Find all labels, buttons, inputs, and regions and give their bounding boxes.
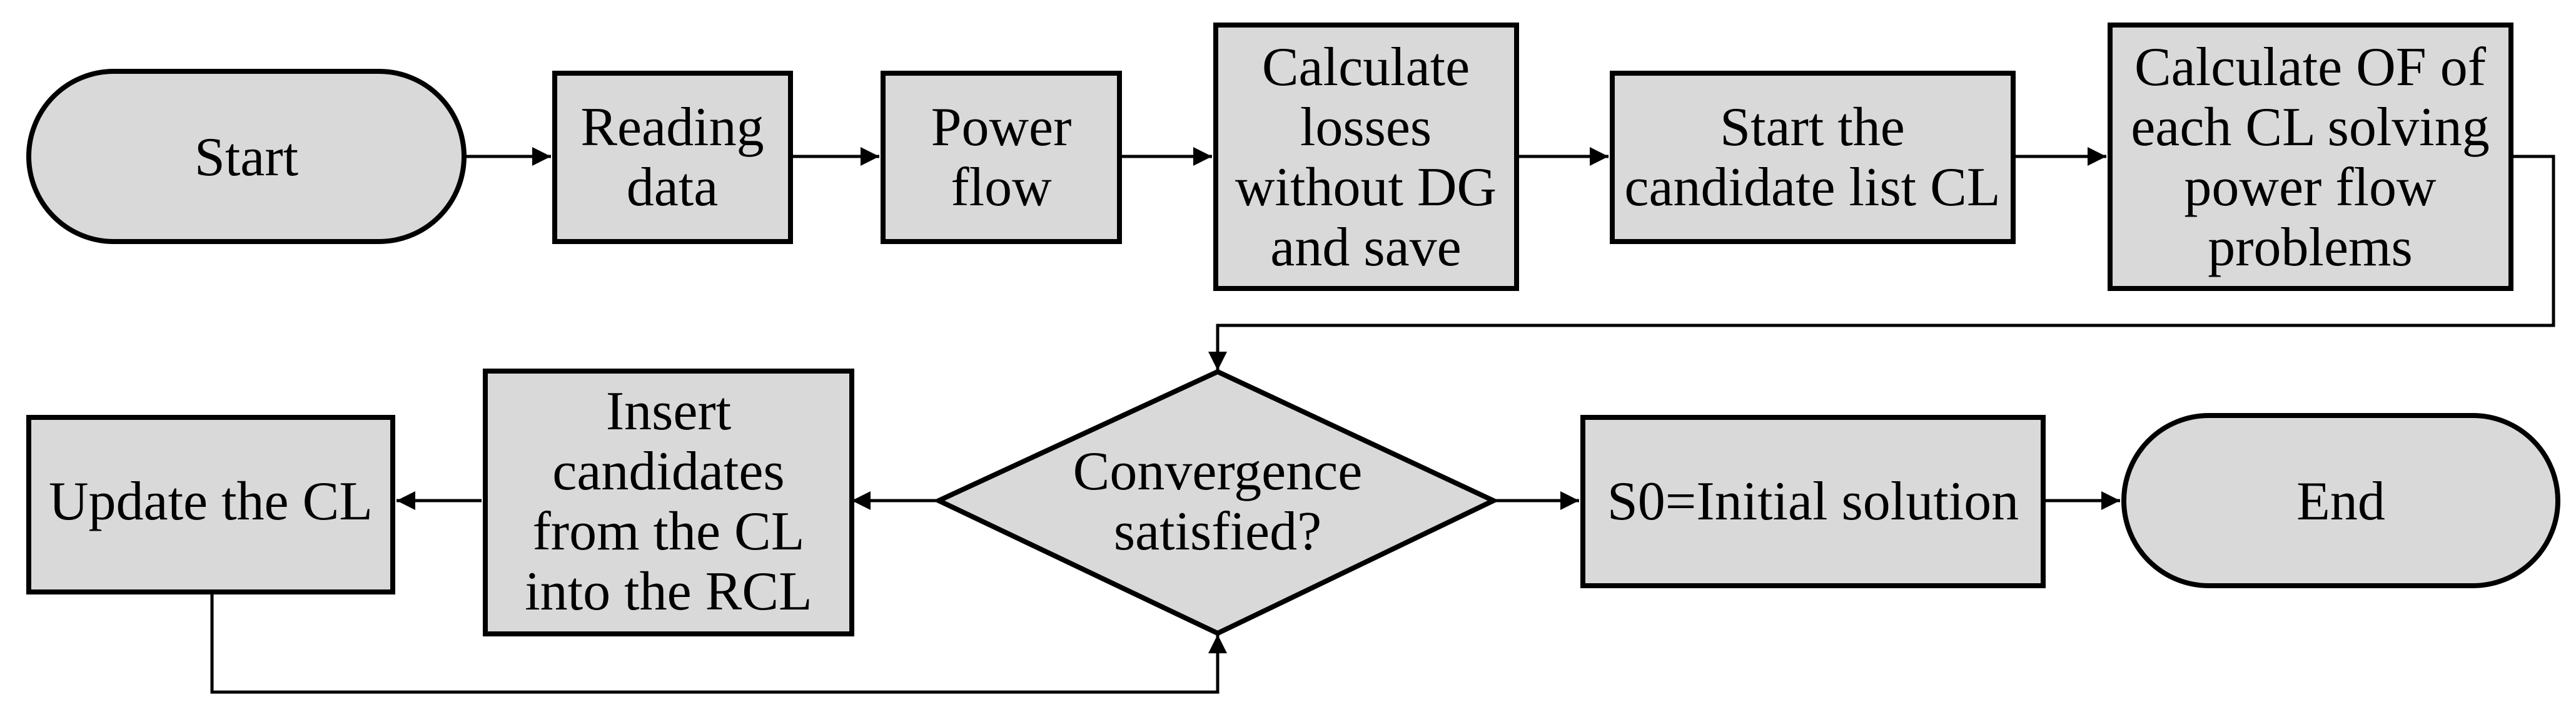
arrow-calc-of-to-convergence [1208, 155, 2555, 370]
label-line: Calculate OF of [2134, 37, 2487, 98]
start-terminal-shape [26, 69, 467, 244]
node-end: End [2121, 413, 2560, 588]
label-line: data [627, 157, 719, 218]
initial-solution-label: S0=Initial solution [1607, 471, 2019, 532]
label-line: Power [931, 97, 1072, 158]
update-cl-box [26, 415, 395, 594]
start-cl-box [1610, 71, 2016, 244]
label-line: power flow [2184, 157, 2437, 218]
end-terminal-shape [2121, 413, 2560, 588]
label-line: into the RCL [525, 561, 812, 622]
label-line: and save [1270, 217, 1461, 278]
power-flow-box [881, 71, 1122, 244]
end-label: End [2296, 471, 2385, 532]
calc-losses-box [1213, 23, 1519, 291]
initial-solution-box [1580, 415, 2046, 588]
label-line: candidate list CL [1624, 157, 2000, 218]
calc-of-box [2108, 23, 2513, 291]
node-start: Start [26, 69, 467, 244]
label-line: without DG [1235, 157, 1497, 218]
start-label: Start [194, 127, 298, 188]
connectors [210, 147, 2555, 694]
insert-candidates-box [483, 369, 854, 636]
node-update-cl: Update the CL [26, 415, 395, 594]
reading-data-box [552, 71, 793, 244]
label-line: Start the [1720, 97, 1905, 158]
label-line: losses [1300, 97, 1432, 158]
label-line: Update the CL [49, 471, 373, 532]
label-line: Calculate [1262, 37, 1470, 98]
arrow-update-cl-to-convergence [210, 592, 1227, 694]
convergence-decision-diamond [932, 369, 1500, 636]
label-line: problems [2208, 217, 2413, 278]
label-line: Convergence [1073, 441, 1363, 502]
label-line: satisfied? [1114, 501, 1321, 562]
label-line: Insert [606, 381, 731, 442]
label-line: candidates [552, 441, 784, 502]
label-line: S0=Initial solution [1607, 471, 2019, 532]
label-line: End [2296, 471, 2385, 532]
label-line: each CL solving [2131, 97, 2490, 158]
label-line: from the CL [532, 501, 804, 562]
label-line: Start [194, 127, 298, 188]
label-line: flow [951, 157, 1052, 218]
label-line: Reading [580, 97, 764, 158]
node-initial-solution: S0=Initial solution [1580, 415, 2046, 588]
update-cl-label: Update the CL [49, 471, 373, 532]
